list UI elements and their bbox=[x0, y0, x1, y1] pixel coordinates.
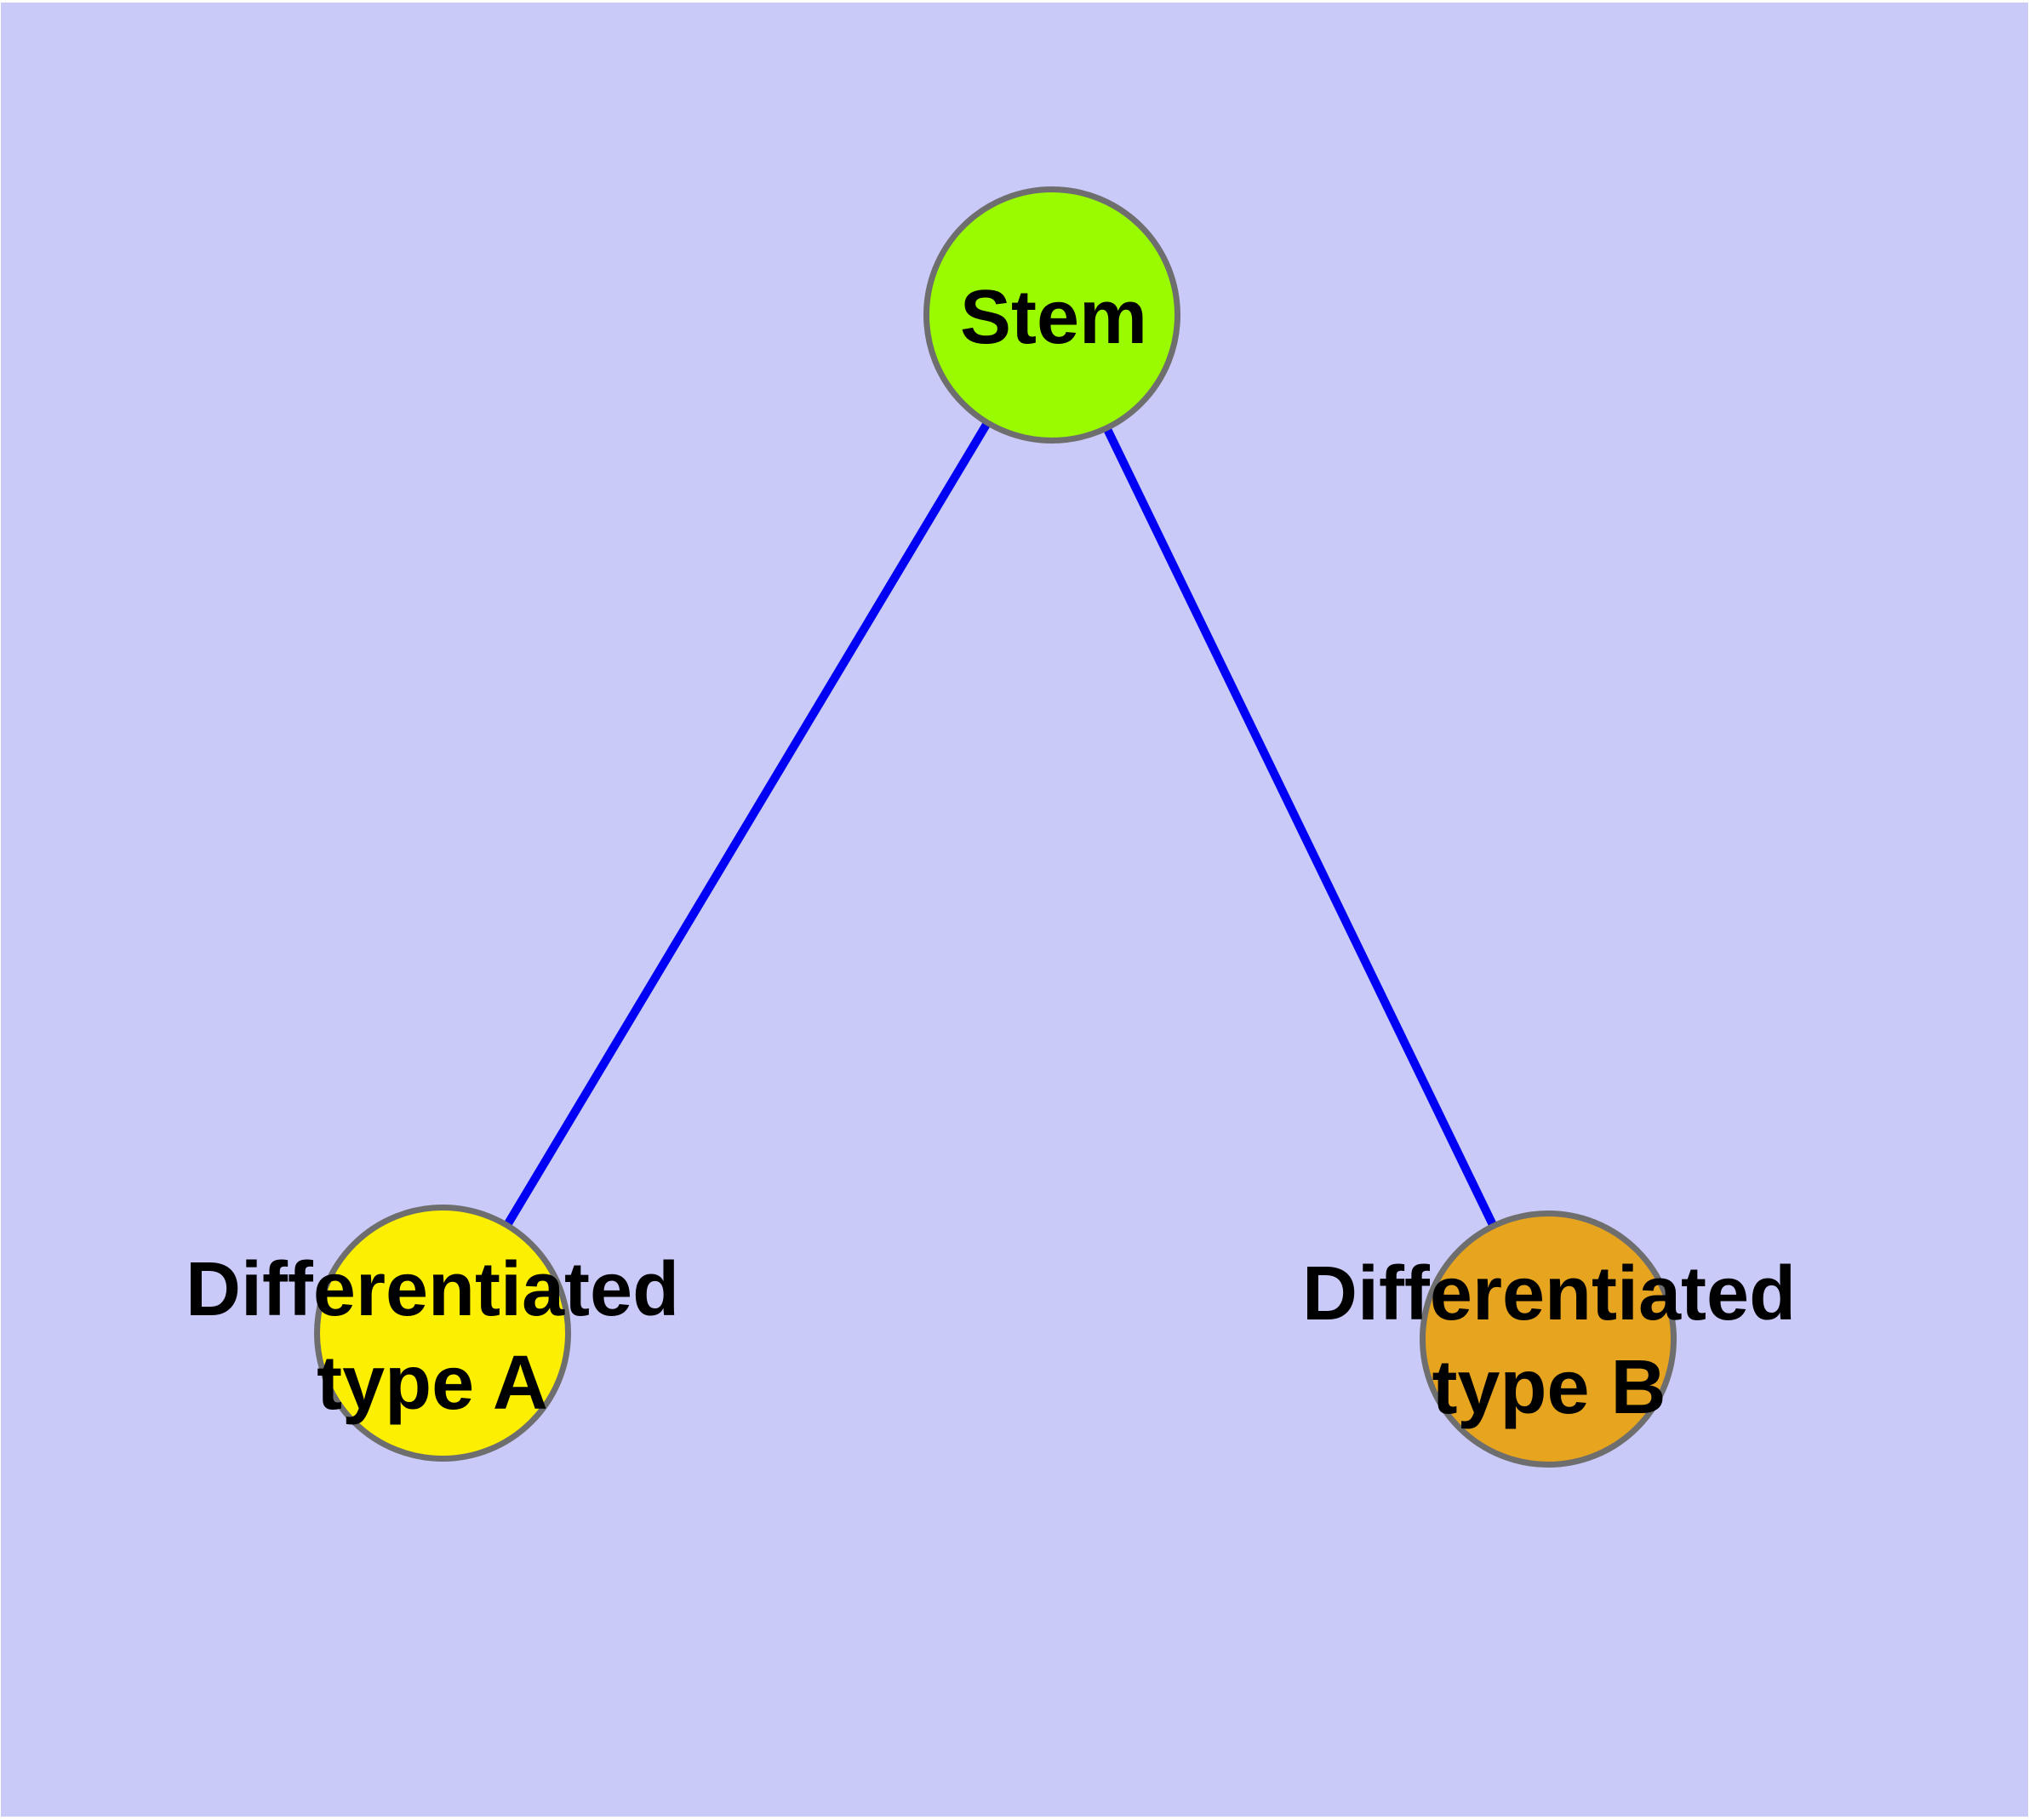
canvas-margin-left bbox=[0, 0, 1, 1820]
edge-stem-to-type-a bbox=[438, 312, 1056, 1336]
canvas-margin-top bbox=[0, 0, 2029, 3]
node-label-stem: Stem bbox=[959, 275, 1148, 360]
node-stem bbox=[923, 186, 1180, 444]
node-type-a bbox=[314, 1205, 571, 1462]
node-type-b bbox=[1420, 1210, 1677, 1468]
canvas-margin-bottom bbox=[0, 1817, 2029, 1820]
edge-stem-to-type-b bbox=[1048, 312, 1552, 1342]
node-label-type-a: Differentiated type A bbox=[185, 1247, 680, 1426]
node-label-type-b: Differentiated type B bbox=[1301, 1251, 1797, 1430]
